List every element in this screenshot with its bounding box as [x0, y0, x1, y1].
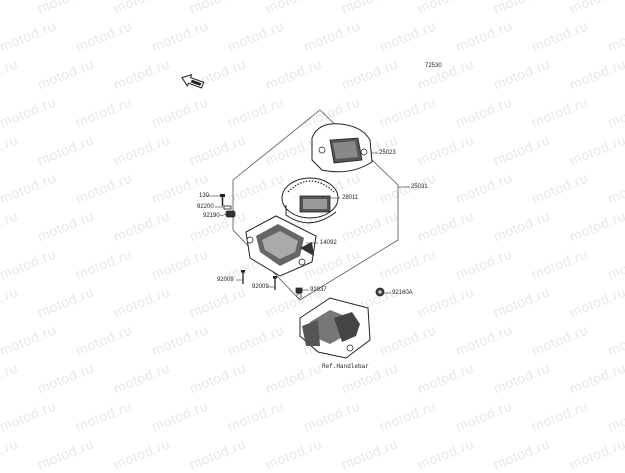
leader-lines	[207, 152, 410, 294]
part-label-25023: 25023	[379, 150, 396, 156]
part-label-92037: 92037	[310, 287, 327, 293]
ref-handlebar-label: Ref.Handlebar	[322, 363, 369, 370]
part-label-92200: 92200	[197, 204, 214, 210]
collar-92200	[223, 205, 232, 210]
part-label-28011: 28011	[342, 195, 359, 201]
meter-unit	[281, 177, 339, 224]
part-label-25031: 25031	[411, 184, 428, 190]
assembly-outline	[232, 109, 399, 301]
part-label-14092: 14092	[320, 240, 337, 246]
part-label-92009-b: 92009	[252, 284, 269, 290]
front-arrow-icon	[181, 73, 205, 89]
handlebar-bracket	[299, 297, 371, 359]
drawing-code: 72530	[425, 63, 442, 69]
part-label-92160a: 92160A	[392, 290, 413, 296]
screw-92009-b	[273, 276, 277, 290]
part-label-130: 130	[199, 193, 210, 199]
bolt-130	[220, 194, 225, 206]
meter-cover	[311, 123, 373, 173]
grommet-92190	[225, 210, 236, 218]
part-label-92190: 92190	[203, 213, 220, 219]
part-label-92009-a: 92009	[217, 277, 234, 283]
meter-case	[245, 215, 317, 277]
screw-92009-a	[241, 270, 245, 284]
damper-92160a	[375, 287, 385, 297]
nut-92037	[295, 287, 303, 299]
